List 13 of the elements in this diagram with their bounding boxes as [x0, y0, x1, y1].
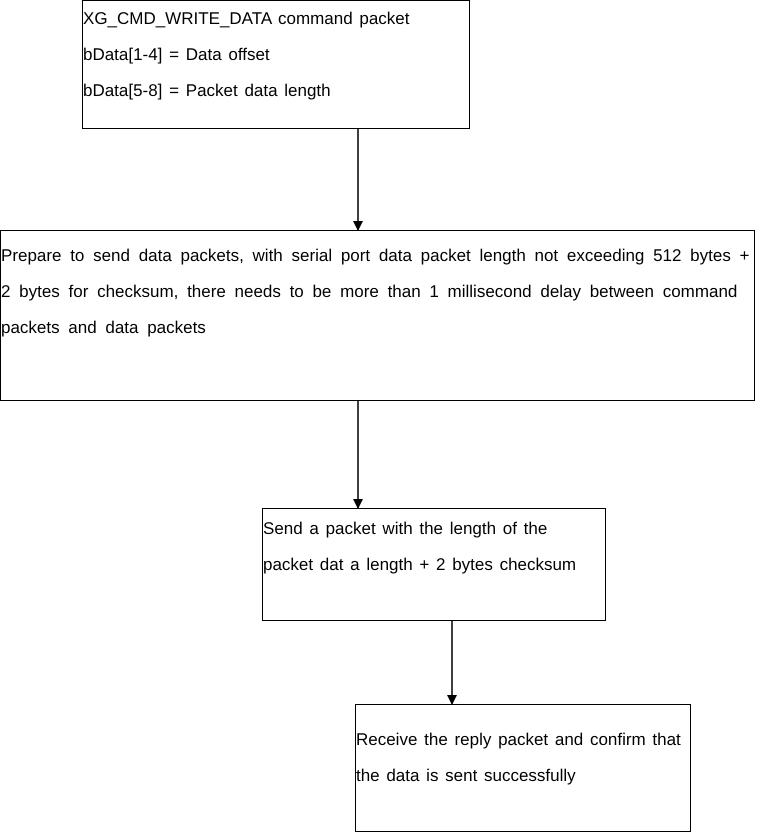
process-box [0, 230, 755, 401]
box-text: Receive the reply packet and confirm that the data is sent successfully [356, 729, 682, 787]
box-text: bData[1-4] = Data offset [83, 44, 271, 66]
box-text: Prepare to send data packets, with serial port data packet length not exceeding 512 bytes + 2 bytes for checksum, there needs to be more than 1 millisecond delay between command packets and data packets [1, 245, 750, 339]
arrow [447, 621, 457, 705]
arrow [353, 401, 363, 509]
box-text: bData[5-8] = Packet data length [83, 80, 332, 102]
box-text: XG_CMD_WRITE_DATA command packet [83, 8, 410, 30]
process-box [82, 0, 470, 129]
process-box [355, 704, 691, 832]
arrow [353, 129, 363, 231]
box-text: Send a packet with the length of the packet dat a length + 2 bytes checksum [263, 518, 578, 576]
process-box [262, 508, 606, 621]
